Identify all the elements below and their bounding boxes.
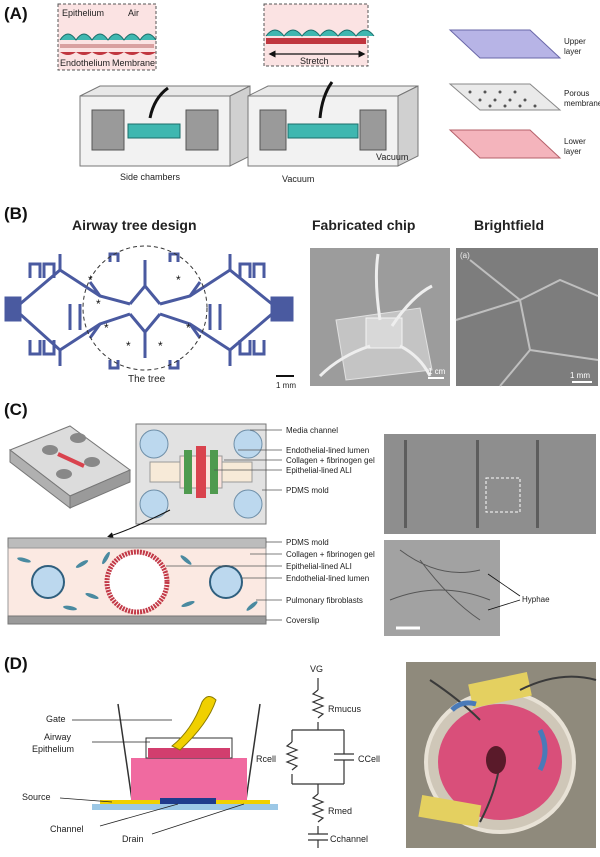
vacuum-left-label: Vacuum xyxy=(282,174,314,184)
endothelium-label: Endothelium xyxy=(60,58,110,68)
panel-d: (D) Gate Airway Epithelium Source Channe… xyxy=(0,650,600,852)
tree-scale-label: 1 mm xyxy=(276,381,296,390)
microscopy-overview xyxy=(384,434,596,534)
lower-layer-label-2: layer xyxy=(564,147,582,156)
coverslip xyxy=(7,615,267,625)
membrane-pores xyxy=(468,90,537,108)
panel-b-diagram: Airway tree design Fabricated chip Brigh… xyxy=(4,217,599,390)
fibroblasts xyxy=(17,551,258,611)
airway-label-1: Airway xyxy=(44,732,72,742)
side-chambers-label: Side chambers xyxy=(120,172,181,182)
panel-c: (C) Media channel Endothelial-lined lume… xyxy=(0,400,600,650)
panel-c-diagram: Media channel Endothelial-lined lumen Co… xyxy=(7,423,596,636)
equivalent-circuit xyxy=(285,678,354,848)
tree-caption: The tree xyxy=(128,374,166,385)
label-pulmonary-fibroblasts: Pulmonary fibroblasts xyxy=(286,596,363,605)
zoom-arrow-left xyxy=(148,86,169,119)
label-media-channel: Media channel xyxy=(286,426,338,435)
tree-boundary-circle xyxy=(82,245,208,371)
upper-layer-label-2: layer xyxy=(564,47,582,56)
epithelium-label: Epithelium xyxy=(62,8,104,18)
panel-a-diagram: Epithelium Air Endothelium Membrane Side… xyxy=(57,3,600,184)
airway-tree-channels xyxy=(4,252,294,370)
vacuum-right-label: Vacuum xyxy=(376,152,408,162)
panel-d-diagram: Gate Airway Epithelium Source Channel Dr… xyxy=(22,662,597,848)
panel-b-label: (B) xyxy=(4,204,28,223)
air-label: Air xyxy=(128,8,139,18)
tree-markers: **** *** xyxy=(88,273,191,353)
panel-a: (A) Epithelium Air Endothelium Membrane … xyxy=(0,0,600,200)
chip-scale-label: 1 cm xyxy=(428,367,446,376)
svg-text:*: * xyxy=(186,321,191,335)
hyphae-label: Hyphae xyxy=(522,595,550,604)
svg-text:*: * xyxy=(96,297,101,311)
brightfield-scale-label: 1 mm xyxy=(570,371,590,380)
channel-label: Channel xyxy=(50,824,84,834)
label-epithelial-ali-top: Epithelial-lined ALI xyxy=(286,466,352,475)
epithelium-cells xyxy=(59,33,157,41)
lower-layer xyxy=(448,129,562,159)
channel-layer xyxy=(160,798,216,804)
porous-membrane xyxy=(448,83,562,111)
porous-label-1: Porous xyxy=(564,89,589,98)
brightfield-photo xyxy=(456,248,598,386)
label-coverslip: Coverslip xyxy=(286,616,320,625)
drain-label: Drain xyxy=(122,834,144,844)
svg-text:*: * xyxy=(158,339,163,353)
hyphae-arrows xyxy=(487,573,521,611)
panel-c-label: (C) xyxy=(4,400,28,419)
label-collagen-gel-bottom: Collagen + fibrinogen gel xyxy=(286,550,375,559)
substrate xyxy=(92,804,278,810)
top-view-leaders xyxy=(214,429,282,491)
stretch-label: Stretch xyxy=(300,56,329,66)
airway-tree-title: Airway tree design xyxy=(72,217,197,233)
airway-label-2: Epithelium xyxy=(32,744,74,754)
upper-layer xyxy=(448,29,562,59)
upper-layer-label-1: Upper xyxy=(564,37,586,46)
oect-leaders xyxy=(59,719,245,835)
brightfield-title: Brightfield xyxy=(474,217,544,233)
porous-label-2: membrane xyxy=(564,99,600,108)
gate-label: Gate xyxy=(46,714,66,724)
label-pdms-mold-top: PDMS mold xyxy=(286,486,329,495)
label-endothelial-lumen-top: Endothelial-lined lumen xyxy=(286,446,369,455)
panel-a-label: (A) xyxy=(4,4,28,23)
source-label: Source xyxy=(22,792,51,802)
label-endothelial-lumen-bottom: Endothelial-lined lumen xyxy=(286,574,369,583)
label-collagen-gel-top: Collagen + fibrinogen gel xyxy=(286,456,375,465)
brightfield-tag: (a) xyxy=(460,251,470,260)
svg-text:*: * xyxy=(104,321,109,335)
rcell-label: Rcell xyxy=(256,754,276,764)
rmed-label: Rmed xyxy=(328,806,352,816)
vg-label: VG xyxy=(310,664,323,674)
label-pdms-mold-bottom: PDMS mold xyxy=(286,538,329,547)
svg-text:*: * xyxy=(176,273,181,287)
cross-section-arrow xyxy=(107,509,171,539)
microscopy-hyphae xyxy=(384,540,500,636)
gate-electrode xyxy=(171,696,217,751)
fabricated-chip-title: Fabricated chip xyxy=(312,217,415,233)
lower-layer-label-1: Lower xyxy=(564,137,586,146)
svg-text:*: * xyxy=(88,273,93,287)
cchannel-label: Cchannel xyxy=(330,834,368,844)
airway-epithelium-layer xyxy=(148,748,230,758)
zoom-region-box xyxy=(485,477,521,513)
rmucus-label: Rmucus xyxy=(328,704,362,714)
membrane-layer xyxy=(60,44,154,48)
endothelium-cells xyxy=(60,52,156,55)
label-epithelial-ali-bottom: Epithelial-lined ALI xyxy=(286,562,352,571)
panel-b: (B) Airway tree design Fabricated chip B… xyxy=(0,200,600,400)
svg-text:*: * xyxy=(126,339,131,353)
ccell-label: CCell xyxy=(358,754,380,764)
membrane-label: Membrane xyxy=(112,58,155,68)
panel-d-label: (D) xyxy=(4,654,28,673)
electrolyte xyxy=(131,758,247,800)
